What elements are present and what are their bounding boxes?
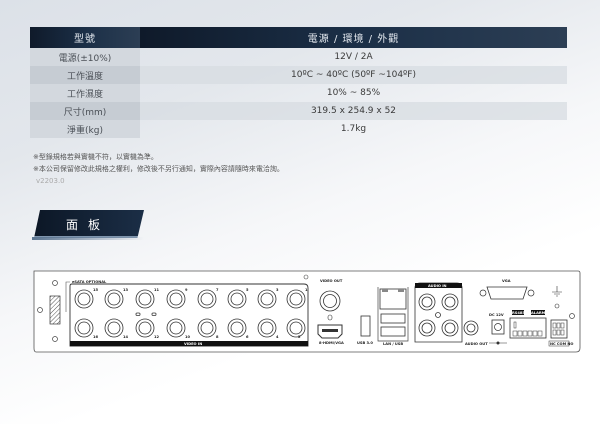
usb3-port-icon bbox=[360, 315, 371, 337]
row-value-humidity: 10% ~ 85% bbox=[326, 88, 381, 98]
chassis-outline bbox=[33, 270, 581, 353]
row-value-temperature: 10ºC ~ 40ºC (50ºF ~104ºF) bbox=[140, 66, 567, 84]
esata-vent-icon bbox=[49, 295, 61, 325]
screw-icon bbox=[52, 280, 58, 286]
svg-text:12: 12 bbox=[154, 335, 160, 339]
label-video-in: VIDEO IN bbox=[184, 342, 202, 346]
header-model: 型號 bbox=[30, 27, 140, 48]
version-label: v2203.0 bbox=[36, 177, 65, 185]
svg-text:13: 13 bbox=[123, 288, 129, 292]
bnc-video-in-connectors bbox=[74, 289, 306, 338]
svg-text:1: 1 bbox=[305, 288, 308, 292]
row-label-temperature: 工作溫度 bbox=[30, 66, 140, 84]
section-title: 面板 bbox=[66, 218, 111, 232]
label-vga: VGA bbox=[502, 279, 511, 283]
svg-text:9: 9 bbox=[185, 288, 188, 292]
label-video-out: VIDEO OUT bbox=[320, 279, 343, 283]
vga-port-icon bbox=[486, 286, 528, 300]
spec-table: 型號 電源 / 環境 / 外觀 電源(±10%) 12V / 2A 工作溫度 1… bbox=[30, 27, 567, 138]
svg-text:15: 15 bbox=[93, 288, 99, 292]
row-label-power: 電源(±10%) bbox=[30, 48, 140, 66]
alarm-terminal-icon bbox=[509, 317, 547, 339]
ground-icon bbox=[552, 286, 562, 297]
table-row: 淨重(kg) 1.7kg bbox=[30, 120, 567, 138]
mount-hole-icon bbox=[569, 313, 575, 319]
svg-text:4: 4 bbox=[276, 335, 279, 339]
usb-port-icon bbox=[380, 313, 406, 324]
table-row: 電源(±10%) 12V / 2A bbox=[30, 48, 567, 66]
screw-icon bbox=[303, 274, 309, 280]
rear-panel-diagram: eSATA OPTIONAL VIDEO IN 15 13 bbox=[32, 268, 582, 358]
row-value-dimensions: 319.5 x 254.9 x 52 bbox=[140, 102, 567, 120]
label-lan-usb: LAN / USB bbox=[383, 342, 403, 346]
label-audio-out: AUDIO OUT bbox=[465, 342, 488, 346]
svg-text:7: 7 bbox=[216, 288, 219, 292]
svg-text:10: 10 bbox=[185, 335, 191, 339]
svg-text:3: 3 bbox=[276, 288, 279, 292]
header-power-env-appearance: 電源 / 環境 / 外觀 bbox=[140, 27, 567, 48]
section-banner-panel: 面板 bbox=[34, 210, 144, 238]
svg-text:8: 8 bbox=[216, 335, 219, 339]
lan-port-icon bbox=[379, 288, 407, 310]
screw-icon bbox=[52, 336, 58, 342]
label-relay: NC COM NO bbox=[550, 342, 573, 346]
label-usb: USB 3.0 bbox=[357, 341, 373, 345]
rear-panel-svg: eSATA OPTIONAL VIDEO IN 15 13 bbox=[33, 270, 581, 353]
row-label-dimensions: 尺寸(mm) bbox=[30, 102, 140, 120]
label-hdmi: 8-HDMI/VGA bbox=[319, 341, 344, 345]
svg-text:5: 5 bbox=[246, 288, 249, 292]
banner-underline bbox=[32, 237, 144, 240]
label-esata-optional: eSATA OPTIONAL bbox=[72, 280, 107, 284]
note-line-1: ※型錄規格若與實機不符，以實機為準。 bbox=[33, 153, 158, 161]
table-row: 尺寸(mm) 319.5 x 254.9 x 52 bbox=[30, 102, 567, 120]
table-row: 工作溫度 10ºC ~ 40ºC (50ºF ~104ºF) bbox=[30, 66, 567, 84]
rca-audio-in-connectors bbox=[418, 293, 459, 337]
label-audio-in: AUDIO IN bbox=[428, 284, 447, 288]
note-line-2: ※本公司保留修改此規格之權利，修改後不另行通知，實際內容請隨時來電洽詢。 bbox=[33, 165, 284, 173]
svg-text:6: 6 bbox=[246, 335, 249, 339]
notes: ※型錄規格若與實機不符，以實機為準。 ※本公司保留修改此規格之權利，修改後不另行… bbox=[33, 151, 284, 187]
table-row: 工作濕度 10% ~ 85% bbox=[30, 84, 567, 102]
row-value-power: 12V / 2A bbox=[334, 52, 373, 62]
dc-power-icon bbox=[491, 319, 505, 335]
svg-text:2: 2 bbox=[298, 335, 301, 339]
relay-terminal-icon bbox=[550, 319, 568, 339]
channel-numbers: 15 13 11 9 7 5 3 1 16 14 12 10 8 6 4 2 bbox=[93, 288, 308, 339]
usb-port-icon bbox=[380, 326, 406, 337]
svg-text:11: 11 bbox=[154, 288, 160, 292]
hdmi-port-icon bbox=[317, 324, 343, 339]
label-alarm-in: ALARM IN bbox=[531, 311, 551, 315]
svg-text:14: 14 bbox=[123, 335, 129, 339]
svg-text:16: 16 bbox=[93, 335, 99, 339]
rca-audio-out-icon bbox=[463, 320, 479, 336]
row-label-humidity: 工作濕度 bbox=[30, 84, 140, 102]
label-rs485: RS485 bbox=[512, 311, 525, 315]
mount-hole-icon bbox=[37, 307, 43, 313]
row-value-weight: 1.7kg bbox=[340, 124, 367, 134]
bnc-video-out-icon bbox=[319, 290, 341, 312]
label-dc-12v: DC 12V bbox=[489, 313, 504, 317]
row-label-weight: 淨重(kg) bbox=[30, 120, 140, 138]
spec-table-header: 型號 電源 / 環境 / 外觀 bbox=[30, 27, 567, 48]
